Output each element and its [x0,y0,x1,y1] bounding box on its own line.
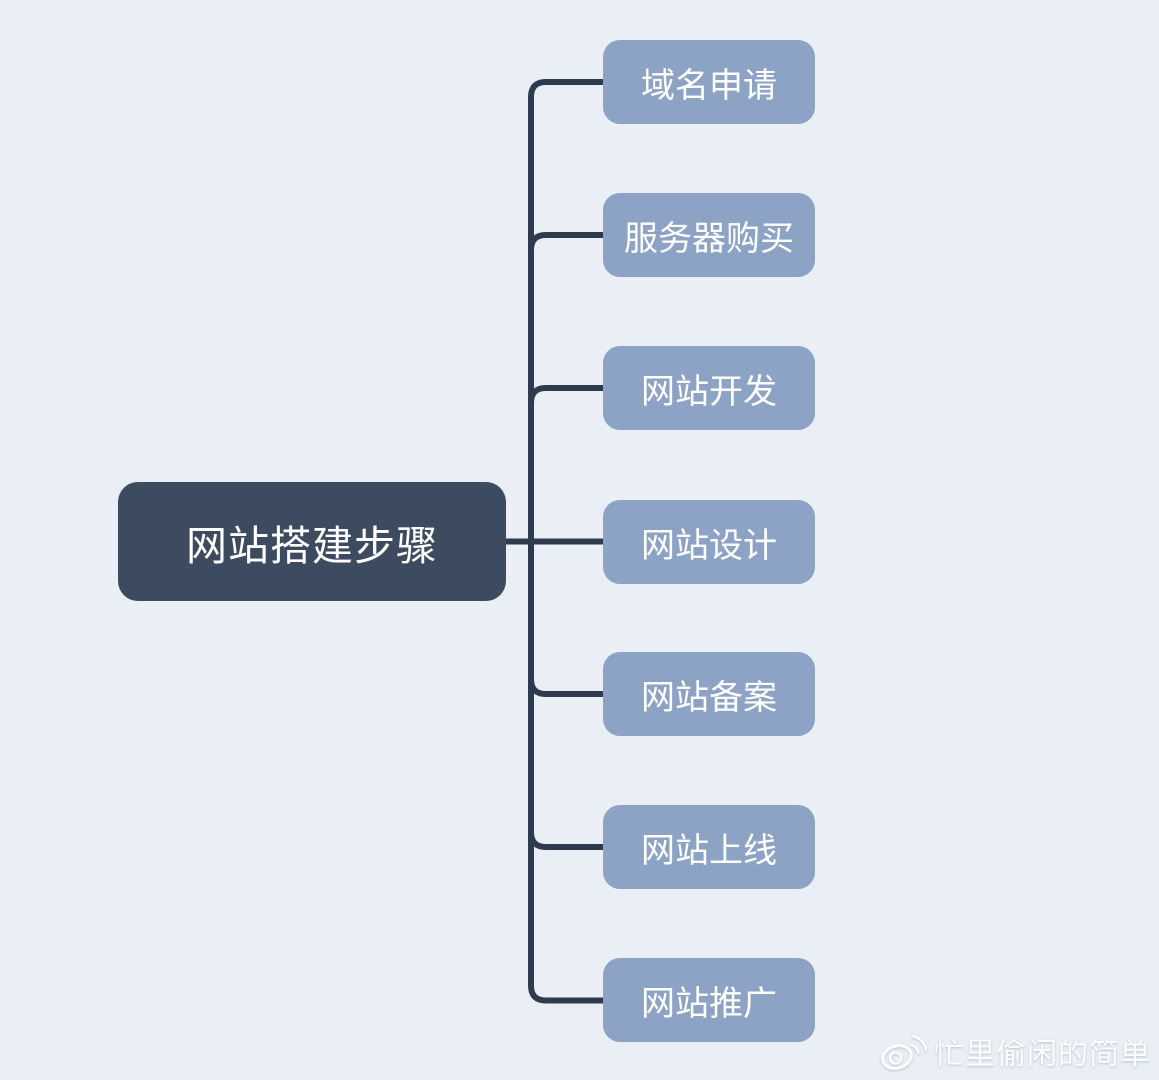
node-label: 网站设计 [641,525,777,566]
watermark: 忙里偷闲的简单 [879,1028,1151,1074]
branch-promotion [528,541,603,1004]
node-domain-application[interactable]: 域名申请 [603,40,815,124]
branch-filing [528,541,603,697]
node-label: 网站开发 [641,371,777,412]
node-website-promotion[interactable]: 网站推广 [603,958,815,1042]
root-node[interactable]: 网站搭建步骤 [118,482,506,601]
node-label: 网站上线 [641,830,777,871]
watermark-text: 忙里偷闲的简单 [934,1037,1151,1072]
node-website-development[interactable]: 网站开发 [603,346,815,430]
weibo-logo-icon [881,1035,928,1070]
node-website-launch[interactable]: 网站上线 [603,805,815,889]
node-label: 网站推广 [641,983,777,1024]
root-node-label: 网站搭建步骤 [186,521,438,570]
node-label: 服务器购买 [624,218,794,259]
node-label: 网站备案 [641,677,777,718]
node-website-filing[interactable]: 网站备案 [603,652,815,736]
node-website-design[interactable]: 网站设计 [603,500,815,584]
branch-server [528,232,603,542]
node-label: 域名申请 [641,65,777,106]
node-server-purchase[interactable]: 服务器购买 [603,193,815,277]
branch-develop [528,385,603,542]
branch-domain [528,79,603,542]
